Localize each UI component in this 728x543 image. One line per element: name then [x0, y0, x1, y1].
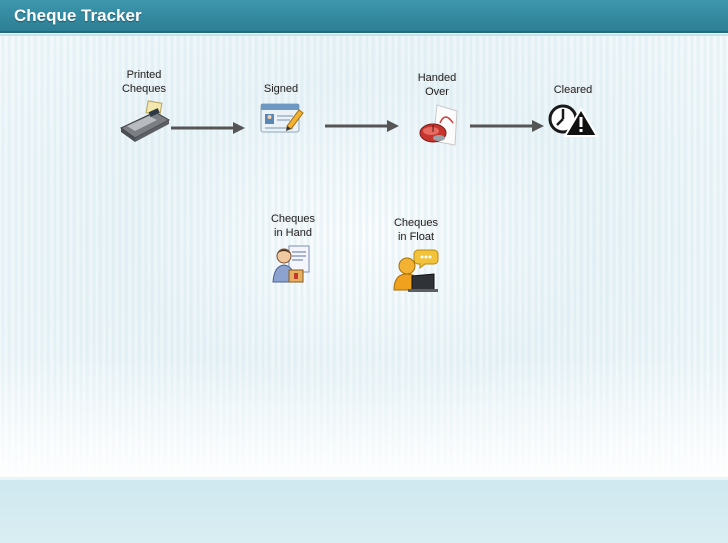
node-handed-over[interactable]: Handed Over — [392, 71, 482, 149]
printer-terminal-icon — [120, 100, 171, 142]
node-printed-cheques[interactable]: Printed Cheques — [99, 68, 189, 144]
cleared-label: Cleared — [553, 84, 593, 96]
title-divider — [0, 34, 728, 36]
signed-form-icon — [260, 103, 304, 133]
handed-over-label: Handed Over — [417, 72, 457, 98]
signed-label: Signed — [263, 83, 299, 95]
arrow-printed-to-signed-icon — [171, 122, 245, 134]
printed-cheques-label: Printed Cheques — [121, 69, 167, 95]
workflow-canvas — [0, 36, 728, 477]
footer-band — [0, 477, 728, 543]
arrow-handed-to-cleared-icon — [470, 120, 544, 132]
mouse-handover-icon — [419, 104, 458, 146]
clock-warning-icon — [548, 104, 599, 137]
cheques-in-hand-label: Cheques in Hand — [270, 213, 316, 239]
person-document-icon — [272, 245, 310, 283]
user-chat-laptop-icon — [393, 249, 439, 292]
cheques-in-float-label: Cheques in Float — [393, 217, 439, 243]
arrow-signed-to-handed-icon — [325, 120, 399, 132]
node-cheques-in-float[interactable]: Cheques in Float — [371, 216, 461, 296]
node-cleared[interactable]: Cleared — [528, 83, 618, 139]
page-title: Cheque Tracker — [14, 6, 142, 25]
title-bar: Cheque Tracker — [0, 0, 728, 33]
node-signed[interactable]: Signed — [236, 82, 326, 138]
node-cheques-in-hand[interactable]: Cheques in Hand — [248, 212, 338, 286]
